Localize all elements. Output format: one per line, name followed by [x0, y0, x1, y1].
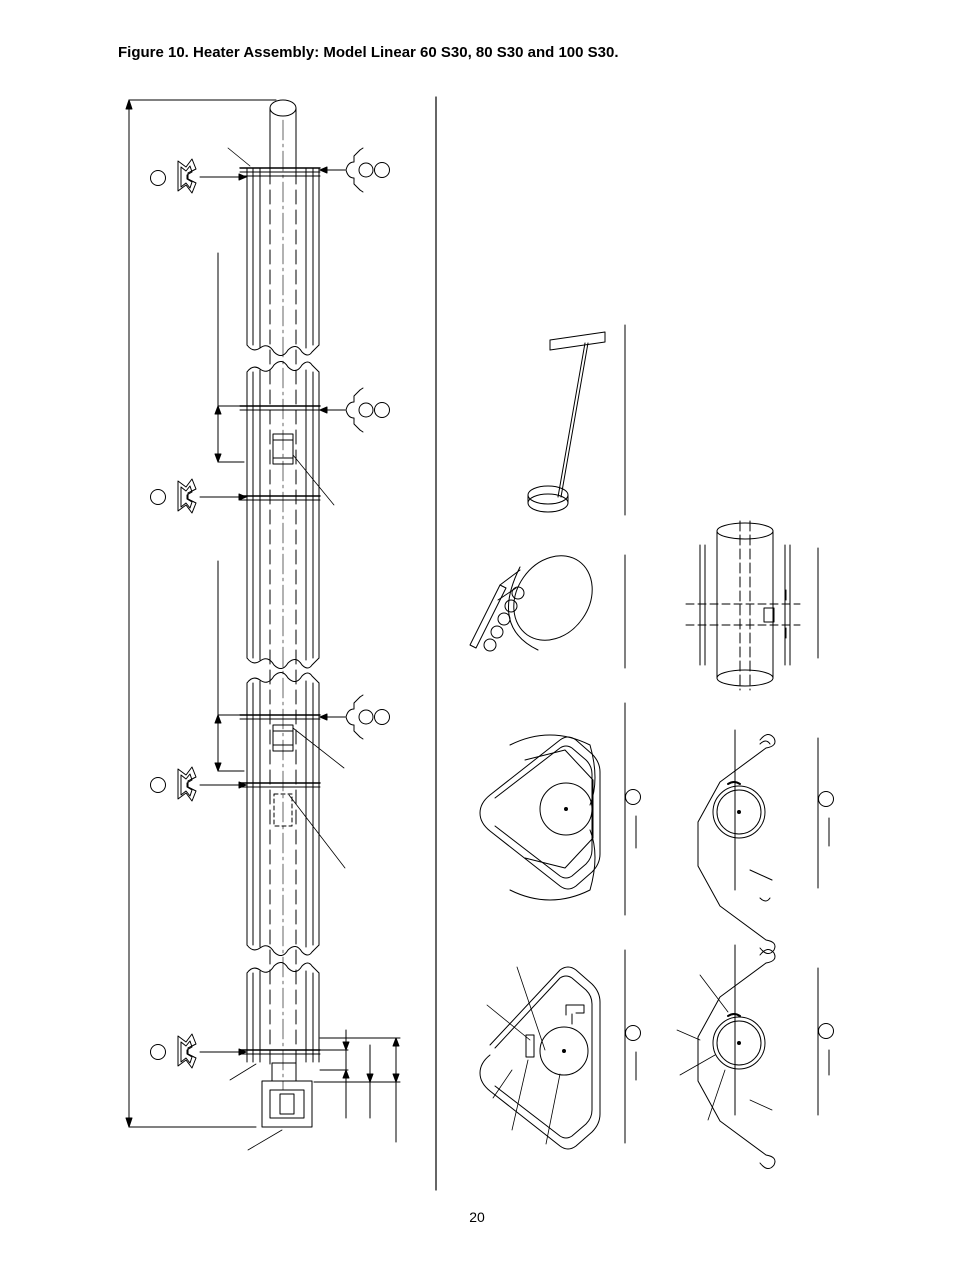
callout-circle [818, 1023, 834, 1039]
callout-circle [150, 1044, 166, 1060]
reflector-section-4 [246, 962, 320, 1063]
reflector-section-1 [246, 167, 320, 356]
reflector-section-2 [246, 361, 320, 669]
burner-dimensions [313, 1029, 401, 1143]
hanger-arrows [199, 166, 346, 1056]
overall-length-dimension [125, 99, 277, 1128]
leader-lines [227, 147, 346, 1151]
page-number: 20 [469, 1209, 485, 1225]
side-hanger-icons [150, 147, 390, 1069]
hanger-bands [239, 167, 321, 1055]
omega-hanger-assembled-detail [676, 944, 834, 1169]
callout-circle [374, 162, 390, 178]
callout-circle [150, 777, 166, 793]
hanger-spacing-dimensions [214, 252, 245, 772]
callout-circle [150, 170, 166, 186]
callout-circle [818, 791, 834, 807]
detail-separators [624, 324, 819, 1144]
tube-joint-detail [685, 520, 801, 691]
callout-circle [625, 1025, 641, 1041]
w-hanger-assembled-detail [479, 966, 641, 1150]
callout-circle [625, 789, 641, 805]
coupling-clamp-detail [469, 555, 593, 652]
tube-coupling-1 [272, 433, 294, 465]
callout-circle [150, 489, 166, 505]
hanger-rod-detail [527, 331, 606, 513]
reflector-section-3 [246, 672, 320, 956]
omega-hanger-detail [697, 729, 834, 954]
callout-circle [374, 402, 390, 418]
emitter-tube [239, 99, 321, 1091]
tube-coupling-2 [272, 724, 294, 752]
burner-assembly [261, 1062, 313, 1128]
figure-title: Figure 10. Heater Assembly: Model Linear… [118, 44, 619, 61]
callout-circle [374, 709, 390, 725]
w-hanger-detail [479, 734, 641, 901]
